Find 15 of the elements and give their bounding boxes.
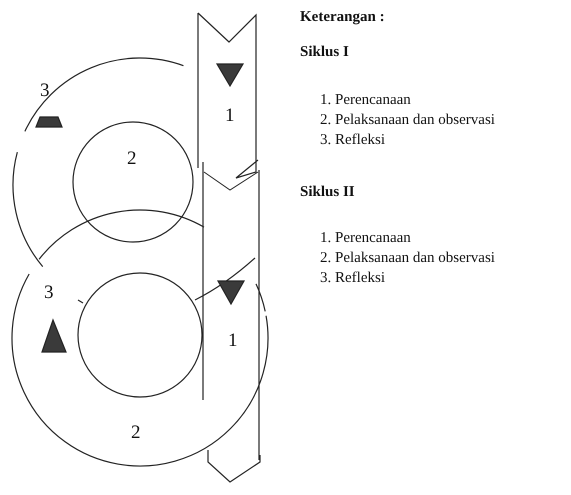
step-number: 3 — [40, 80, 50, 102]
list-item: 3. Refleksi — [320, 269, 385, 287]
step-number: 2 — [131, 422, 140, 444]
step-number: 3 — [44, 282, 54, 304]
step-number: 2 — [127, 148, 136, 170]
list-item: 3. Refleksi — [320, 131, 385, 149]
list-item: 2. Pelaksanaan dan observasi — [320, 249, 495, 267]
step-number: 1 — [228, 330, 238, 352]
list-item: 1. Perencanaan — [320, 91, 411, 109]
cycle-heading: Siklus II — [300, 183, 355, 201]
list-item: 1. Perencanaan — [320, 229, 411, 247]
cycle-heading: Siklus I — [300, 43, 349, 61]
legend-heading: Keterangan : — [300, 8, 385, 26]
list-item: 2. Pelaksanaan dan observasi — [320, 111, 495, 129]
step-number: 1 — [225, 105, 234, 127]
